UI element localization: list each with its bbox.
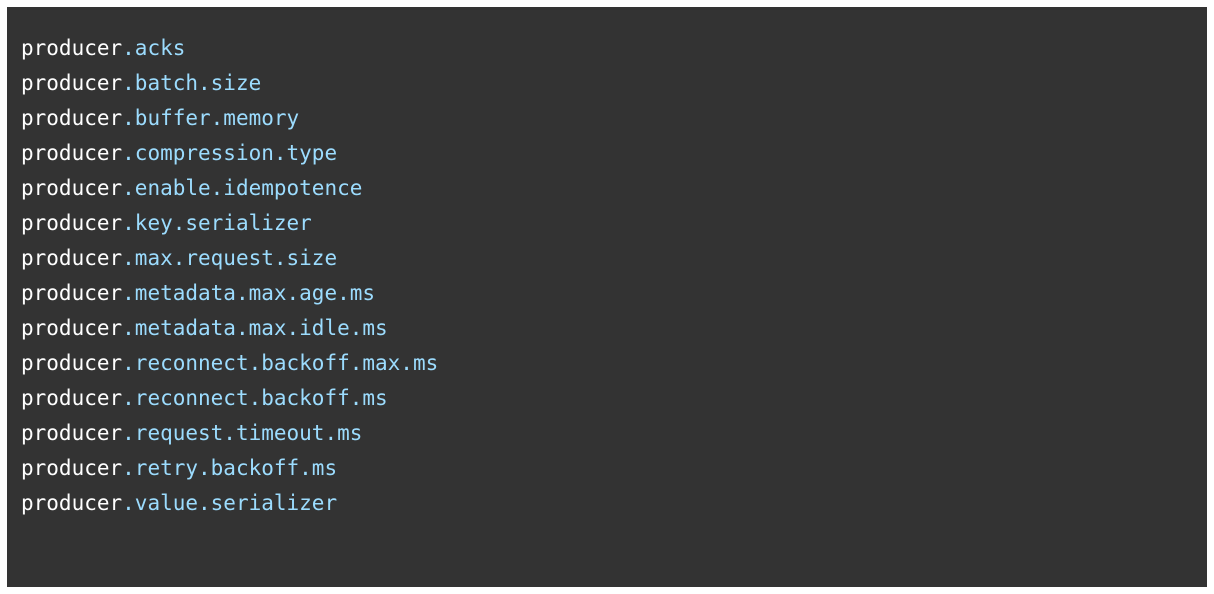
code-line-key: .enable.idempotence bbox=[122, 176, 363, 200]
code-line-prefix: producer bbox=[21, 36, 123, 60]
code-line-key: .retry.backoff.ms bbox=[122, 456, 338, 480]
code-line-prefix: producer bbox=[21, 351, 123, 375]
code-line-prefix: producer bbox=[21, 211, 123, 235]
code-line: producer.enable.idempotence bbox=[21, 171, 1207, 206]
code-line-prefix: producer bbox=[21, 246, 123, 270]
code-line-key: .compression.type bbox=[122, 141, 338, 165]
code-line-prefix: producer bbox=[21, 491, 123, 515]
code-line: producer.max.request.size bbox=[21, 241, 1207, 276]
code-line-prefix: producer bbox=[21, 456, 123, 480]
code-line-key: .value.serializer bbox=[122, 491, 338, 515]
code-line: producer.batch.size bbox=[21, 66, 1207, 101]
code-line: producer.compression.type bbox=[21, 136, 1207, 171]
code-line-key: .reconnect.backoff.ms bbox=[122, 386, 388, 410]
code-line: producer.value.serializer bbox=[21, 486, 1207, 521]
code-line: producer.buffer.memory bbox=[21, 101, 1207, 136]
code-line: producer.reconnect.backoff.max.ms bbox=[21, 346, 1207, 381]
code-line: producer.reconnect.backoff.ms bbox=[21, 381, 1207, 416]
code-line-prefix: producer bbox=[21, 71, 123, 95]
code-line-prefix: producer bbox=[21, 316, 123, 340]
code-line-key: .acks bbox=[122, 36, 186, 60]
code-block: producer.acks producer.batch.size produc… bbox=[7, 7, 1207, 587]
code-line: producer.key.serializer bbox=[21, 206, 1207, 241]
code-line-prefix: producer bbox=[21, 176, 123, 200]
code-line: producer.retry.backoff.ms bbox=[21, 451, 1207, 486]
code-line-key: .metadata.max.age.ms bbox=[122, 281, 376, 305]
code-line: producer.metadata.max.age.ms bbox=[21, 276, 1207, 311]
code-line-prefix: producer bbox=[21, 106, 123, 130]
code-line-key: .metadata.max.idle.ms bbox=[122, 316, 388, 340]
code-line-key: .key.serializer bbox=[122, 211, 312, 235]
code-line-prefix: producer bbox=[21, 141, 123, 165]
code-line-key: .reconnect.backoff.max.ms bbox=[122, 351, 439, 375]
code-line: producer.acks bbox=[21, 31, 1207, 66]
code-line-key: .max.request.size bbox=[122, 246, 338, 270]
code-line-key: .batch.size bbox=[122, 71, 262, 95]
code-line-key: .buffer.memory bbox=[122, 106, 300, 130]
code-line: producer.request.timeout.ms bbox=[21, 416, 1207, 451]
code-line-prefix: producer bbox=[21, 386, 123, 410]
code-line-prefix: producer bbox=[21, 281, 123, 305]
code-line: producer.metadata.max.idle.ms bbox=[21, 311, 1207, 346]
code-line-prefix: producer bbox=[21, 421, 123, 445]
code-line-key: .request.timeout.ms bbox=[122, 421, 363, 445]
